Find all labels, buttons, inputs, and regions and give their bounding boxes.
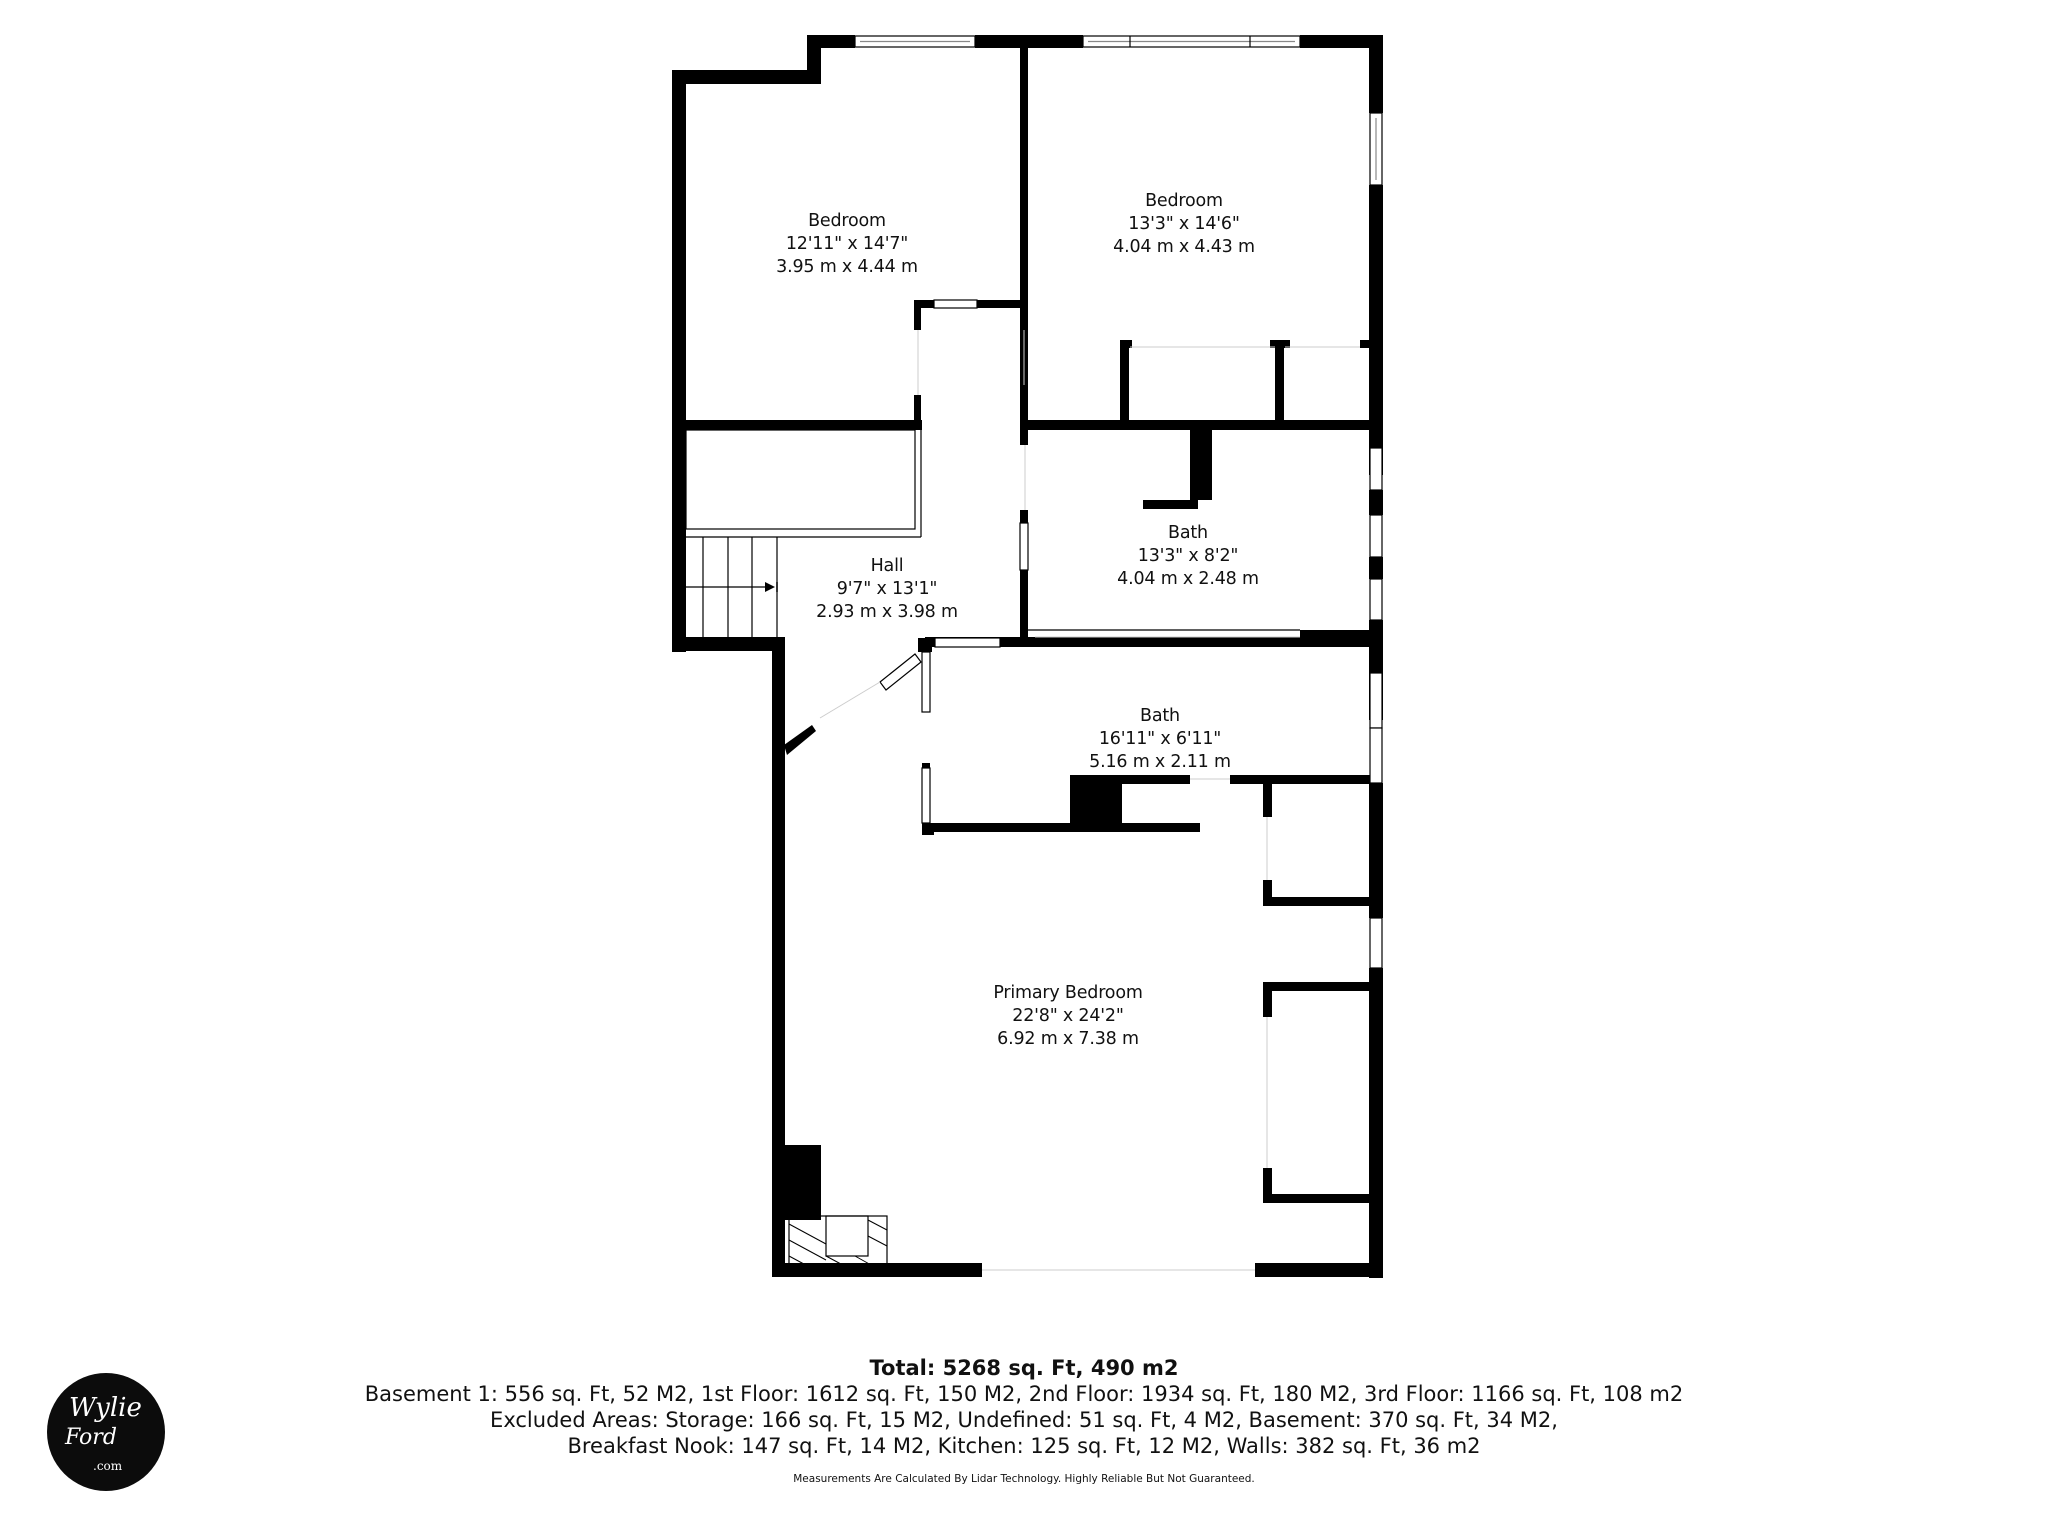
room-metric: 6.92 m x 7.38 m <box>997 1029 1139 1049</box>
stair-arrow-icon <box>765 582 778 592</box>
room-name: Bath <box>1140 706 1180 726</box>
total-area: Total: 5268 sq. Ft, 490 m2 <box>869 1356 1179 1380</box>
room-label-bath-1: Bath 13'3" x 8'2" 4.04 m x 2.48 m <box>1117 522 1259 591</box>
wylie-ford-logo: Wylie Ford .com <box>47 1373 165 1491</box>
room-imperial: 13'3" x 8'2" <box>1137 546 1239 566</box>
room-label-bedroom-2: Bedroom 13'3" x 14'6" 4.04 m x 4.43 m <box>1113 190 1255 259</box>
room-metric: 3.95 m x 4.44 m <box>776 257 918 277</box>
room-name: Bath <box>1168 523 1208 543</box>
room-name: Hall <box>870 556 904 576</box>
disclaimer: Measurements Are Calculated By Lidar Tec… <box>793 1473 1255 1485</box>
room-name: Bedroom <box>808 211 886 231</box>
openings <box>819 330 1360 1271</box>
room-metric: 4.04 m x 4.43 m <box>1113 237 1255 257</box>
room-imperial: 12'11" x 14'7" <box>785 234 909 254</box>
room-label-bedroom-1: Bedroom 12'11" x 14'7" 3.95 m x 4.44 m <box>776 210 918 279</box>
room-label-primary-bedroom: Primary Bedroom 22'8" x 24'2" 6.92 m x 7… <box>993 982 1143 1051</box>
room-name: Primary Bedroom <box>993 983 1143 1003</box>
logo-line-2: Ford <box>65 1425 117 1450</box>
room-imperial: 9'7" x 13'1" <box>836 579 938 599</box>
room-metric: 5.16 m x 2.11 m <box>1089 752 1231 772</box>
excluded-areas-continued: Breakfast Nook: 147 sq. Ft, 14 M2, Kitch… <box>567 1434 1481 1458</box>
fireplace-hatch <box>788 1219 888 1271</box>
room-imperial: 13'3" x 14'6" <box>1128 214 1240 234</box>
logo-line-3: .com <box>93 1459 123 1473</box>
floor-plan <box>672 35 1383 1278</box>
windows <box>854 35 1383 969</box>
area-summary: Total: 5268 sq. Ft, 490 m2 Basement 1: 5… <box>0 1355 2048 1485</box>
excluded-areas: Excluded Areas: Storage: 166 sq. Ft, 15 … <box>490 1408 1558 1432</box>
room-metric: 2.93 m x 3.98 m <box>816 602 958 622</box>
floor-areas: Basement 1: 556 sq. Ft, 52 M2, 1st Floor… <box>364 1382 1684 1406</box>
room-name: Bedroom <box>1145 191 1223 211</box>
room-metric: 4.04 m x 2.48 m <box>1117 569 1259 589</box>
room-imperial: 22'8" x 24'2" <box>1012 1006 1124 1026</box>
room-label-bath-2: Bath 16'11" x 6'11" 5.16 m x 2.11 m <box>1089 705 1231 774</box>
walls <box>672 35 1383 1278</box>
logo-line-1: Wylie <box>69 1393 142 1423</box>
interior-lines <box>685 429 1300 1271</box>
room-imperial: 16'11" x 6'11" <box>1098 729 1222 749</box>
room-label-hall: Hall 9'7" x 13'1" 2.93 m x 3.98 m <box>816 555 958 624</box>
